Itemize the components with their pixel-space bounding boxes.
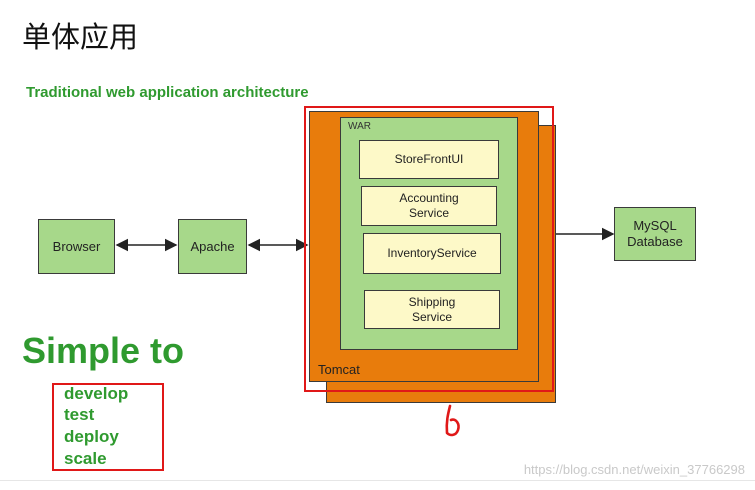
browser-label: Browser xyxy=(52,239,101,254)
accounting-label-line1: Accounting xyxy=(399,191,459,205)
benefit-deploy: deploy xyxy=(64,427,119,446)
footer-divider xyxy=(0,480,755,481)
page-heading: 单体应用 xyxy=(22,20,139,54)
benefit-test: test xyxy=(64,405,95,424)
mysql-label-line1: MySQL xyxy=(633,218,677,233)
shipping-label-line2: Service xyxy=(411,309,452,324)
browser-node: Browser xyxy=(38,219,115,274)
benefit-develop: develop xyxy=(64,384,129,403)
inventory-label: InventoryService xyxy=(387,246,477,260)
simple-to-heading: Simple to xyxy=(22,330,185,371)
tomcat-label: Tomcat xyxy=(318,362,360,377)
handwritten-mark xyxy=(445,404,460,437)
tomcat-highlight-box xyxy=(304,106,554,392)
storefront-label: StoreFrontUI xyxy=(394,152,464,166)
benefit-scale: scale xyxy=(64,449,107,468)
shipping-service: Shipping Service xyxy=(364,290,500,329)
mysql-label-line2: Database xyxy=(627,234,683,249)
mysql-database-node: MySQL Database xyxy=(614,207,696,261)
watermark-url: https://blog.csdn.net/weixin_37766298 xyxy=(523,462,745,477)
accounting-label-line2: Service xyxy=(408,206,449,220)
inventory-service: InventoryService xyxy=(363,233,501,274)
benefits-highlight-box xyxy=(52,383,164,471)
diagram-subtitle: Traditional web application architecture xyxy=(26,84,309,101)
accounting-service: Accounting Service xyxy=(361,186,497,226)
storefront-service: StoreFrontUI xyxy=(359,140,499,179)
shipping-label-line1: Shipping xyxy=(408,294,456,309)
apache-node: Apache xyxy=(178,219,247,274)
apache-label: Apache xyxy=(190,239,235,254)
war-label: WAR xyxy=(348,121,371,132)
